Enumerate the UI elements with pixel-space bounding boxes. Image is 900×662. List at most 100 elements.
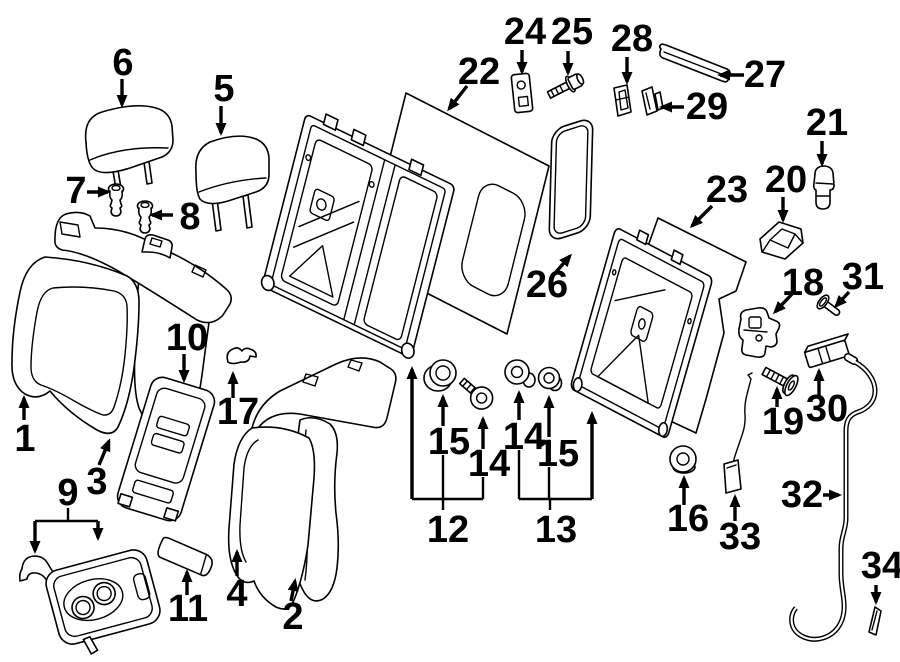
armrest-foot [163,507,180,522]
panel-cutout [458,178,529,302]
cable-core [790,361,877,641]
part-27-trim-strip [658,43,731,83]
frame-hole [612,269,616,275]
bracket-hole [516,80,526,90]
part-9-bracket [18,555,57,584]
button-body [812,165,835,210]
headrest-pillow [194,135,270,205]
callout-label-11: 11 [168,588,208,630]
frame-hole [369,181,375,188]
callout-label-23: 23 [706,169,748,211]
callout-label-32: 32 [781,474,823,516]
callout-label-21: 21 [806,102,848,144]
frame-tab [671,250,682,264]
frame-outline [570,227,713,439]
part-20-latch-bezel [759,221,804,260]
part-31-pin [816,294,841,317]
bolt-threads [462,380,476,394]
grommet-bore [676,452,690,466]
part-24-bracket [510,72,534,114]
bushing-body [504,359,530,385]
callout-label-33: 33 [719,516,761,558]
frame-hole [687,318,691,324]
part-10-armrest [116,376,216,522]
latch-body [738,307,781,358]
frame-latch-hole [638,318,647,331]
callout-label-2: 2 [282,596,303,638]
callout-arrow-23 [689,204,714,229]
bracket-line [35,508,98,523]
trim-fold [200,553,208,575]
part-25-bolt [546,73,585,99]
part-33-pull-strap [723,372,753,494]
bushing-bore [543,372,555,384]
clip-body [641,86,658,116]
strap-tab [723,459,742,494]
cup-hole [71,595,95,620]
part-16-grommet [669,445,697,474]
callout-bracket-12 [406,366,485,510]
frame-latch-hole [316,197,328,212]
part-12-seatback-frame-left [260,105,459,361]
callout-label-15b: 15 [537,433,579,475]
headrest-seam [198,177,267,193]
band-hole [191,264,207,278]
callout-label-25: 25 [551,11,593,53]
callout-label-34: 34 [861,545,900,587]
callout-label-16: 16 [667,498,709,540]
frame-divider [344,160,395,325]
part-2-seat-back-cushion-right [227,357,397,610]
part-34-clip [868,606,882,636]
trim-inner [554,124,588,236]
trim-outer [549,117,593,242]
strip-line [663,51,725,76]
frame-hole [305,154,311,161]
guide-flange-inner [111,184,121,192]
strip-body [658,43,731,83]
latch-window [748,316,762,329]
armrest-foot [117,492,134,508]
frame-latch-box [309,188,335,221]
cup-hole-inner [75,599,91,616]
part-11-trim-strip [157,536,213,577]
part-13-seatback-frame-right [570,219,715,439]
callout-label-17: 17 [217,391,259,433]
frame-outline [262,114,455,358]
callout-label-15a: 15 [428,421,470,463]
frame-braces [287,178,359,297]
guide-flange-inner [140,201,150,209]
bezel-outer [759,221,804,260]
latch-hole [755,334,763,342]
callout-label-5: 5 [213,68,234,110]
part-14-bolt-left [458,377,494,410]
callout-label-13: 13 [535,509,577,551]
grommet-body [669,445,697,473]
frame-inner [271,124,446,349]
callout-bracket-9 [29,508,104,554]
callout-label-24: 24 [504,11,546,53]
part-26-trim-frame [549,117,593,242]
tray-inner [53,556,153,638]
part-21-lock-button [812,165,835,210]
bushing-bore [435,365,451,381]
callout-labels: 1 2 3 4 5 6 7 8 9 10 11 12 13 14 15 14 1… [14,11,900,638]
frame-tab [351,129,366,145]
bolt-threads [550,84,564,98]
callout-arrows [18,50,882,605]
bolt-head [469,386,494,410]
strap-cord [732,372,753,464]
band-hole [59,221,81,238]
frame-braces [594,268,679,403]
armrest-hinge [132,479,174,504]
callout-label-27: 27 [744,54,786,96]
callout-arrow-22 [447,84,469,112]
callout-label-10: 10 [166,317,208,359]
part-9-cupholder-tray [45,549,161,655]
callout-arrow-2 [287,578,299,602]
frame-latch-box [630,305,654,342]
frame-left-panel [280,138,373,306]
part-32-release-cable [789,352,878,642]
callout-label-1: 1 [14,418,35,460]
